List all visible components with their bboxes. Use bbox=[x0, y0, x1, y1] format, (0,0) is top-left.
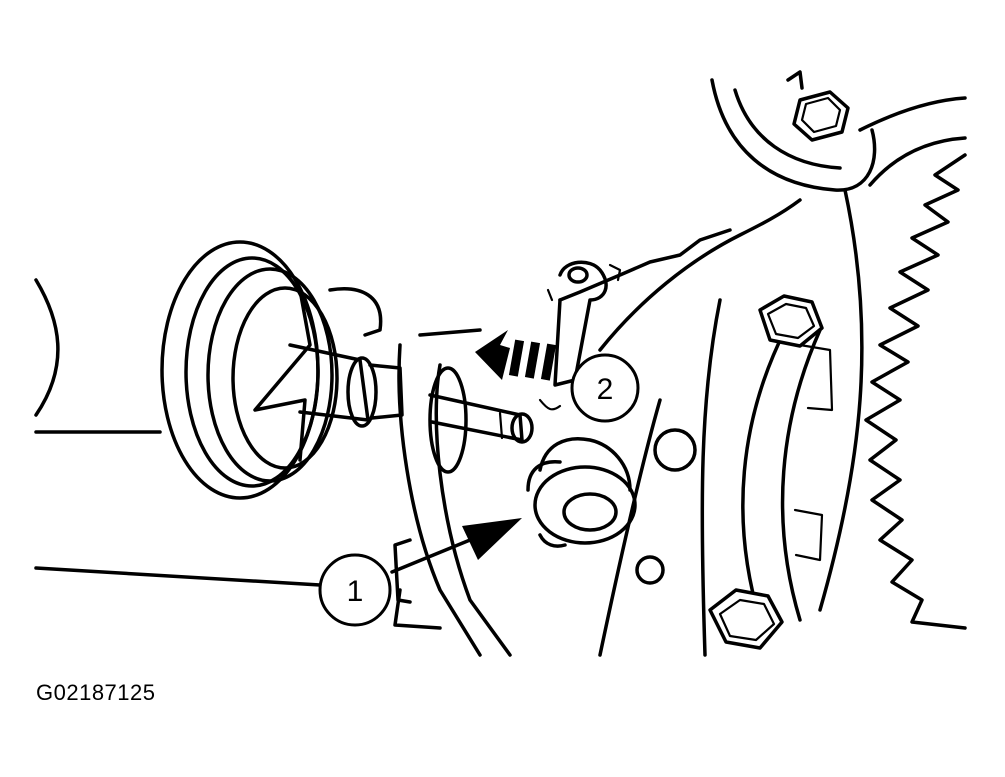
removal-direction-arrow bbox=[475, 330, 557, 381]
callout-2: 2 bbox=[570, 353, 640, 423]
top-bolt-icon bbox=[786, 70, 850, 142]
arc-strap bbox=[741, 328, 834, 622]
callout-2-label: 2 bbox=[597, 373, 614, 406]
ring-gear bbox=[818, 136, 967, 630]
pulley-drum bbox=[160, 240, 383, 500]
lower-strap-bolt-icon bbox=[708, 588, 784, 650]
callout-1-label: 1 bbox=[347, 575, 364, 608]
shaft bbox=[288, 343, 534, 444]
callout-1-leader bbox=[34, 518, 522, 587]
lever-arm bbox=[538, 260, 622, 411]
figure-code: G02187125 bbox=[36, 680, 156, 705]
upper-strap-bolt-icon bbox=[758, 294, 824, 348]
callout-1: 1 bbox=[318, 553, 392, 627]
housing-body bbox=[558, 198, 802, 657]
bracket-plate bbox=[393, 328, 512, 657]
bushing-part bbox=[526, 437, 637, 548]
left-housing-wall bbox=[34, 278, 162, 434]
upper-housing bbox=[710, 78, 967, 192]
